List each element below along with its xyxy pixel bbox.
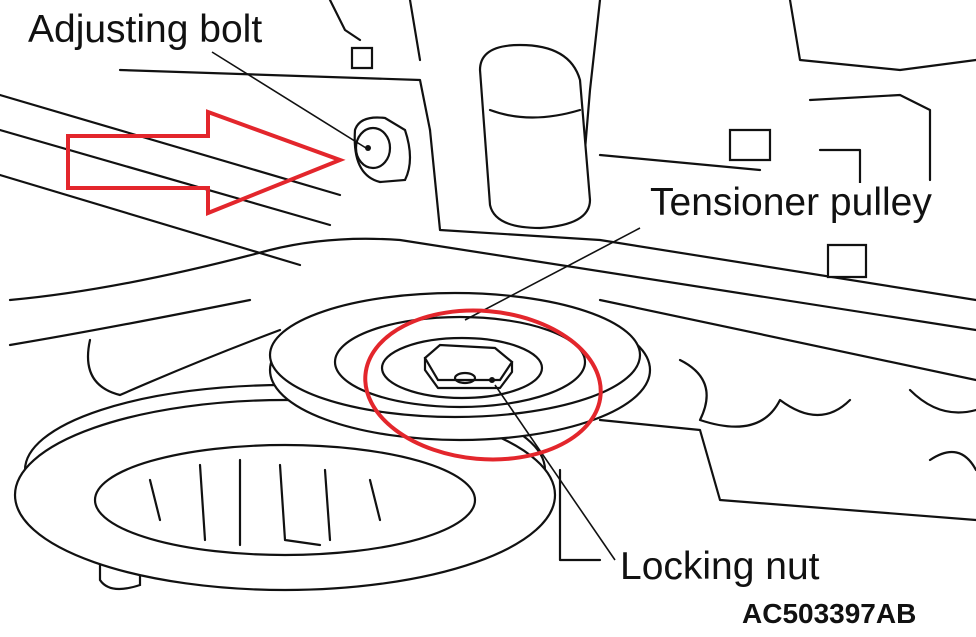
label-locking-nut: Locking nut [620,545,820,588]
leader-adjusting-bolt [211,51,367,149]
engine-block [0,0,976,562]
figure-code: AC503397AB [742,598,917,629]
leader-tensioner-pulley [464,227,641,321]
adjusting-bolt [353,116,412,184]
drive-belt [8,237,976,397]
label-tensioner-pulley: Tensioner pulley [650,181,932,224]
highlight-circle [363,308,603,462]
label-adjusting-bolt: Adjusting bolt [28,8,263,51]
leader-locking-nut [494,384,616,561]
locking-nut [423,343,514,390]
direction-arrow [66,109,346,216]
